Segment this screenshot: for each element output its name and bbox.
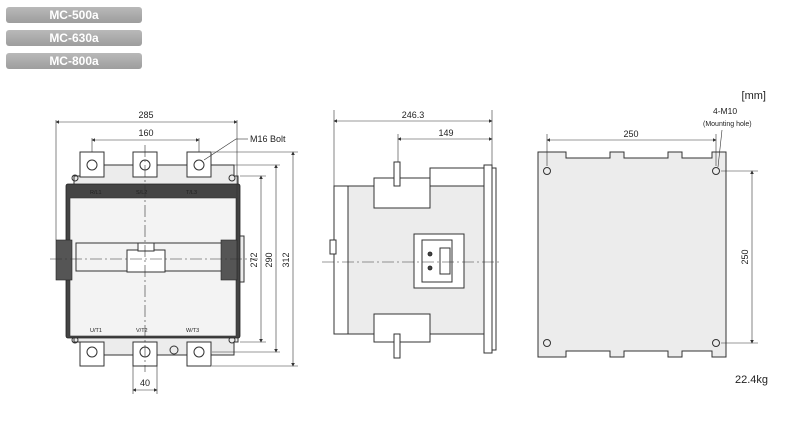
bolt-leader <box>203 138 237 161</box>
side-upper-block <box>373 177 431 209</box>
terminal-label-u: U/T1 <box>90 328 102 334</box>
hole-leader <box>717 129 723 168</box>
dim-height-total-label: 312 <box>281 252 291 267</box>
model-badge-mc800a: MC-800a <box>6 53 142 69</box>
weight-label: 22.4kg <box>735 374 768 386</box>
terminal-label-t: T/L3 <box>186 190 197 196</box>
dim-depth-partial-label: 149 <box>438 128 453 138</box>
actuator-handle <box>126 249 166 273</box>
terminal-label-v: V/T2 <box>136 328 148 334</box>
aux-screw-1 <box>427 251 433 257</box>
top-terminal-plate-1 <box>79 151 105 178</box>
top-terminal-plate-3 <box>186 151 212 178</box>
back-hole-tr <box>712 167 720 175</box>
back-hole-tl <box>543 167 551 175</box>
hole-callout: 4-M10 <box>713 106 737 116</box>
dim-height-mid-label: 290 <box>264 252 274 267</box>
side-latch <box>329 239 337 255</box>
side-view: 246.3 149 <box>322 110 502 359</box>
back-plate <box>537 151 727 358</box>
aux-contact-inner <box>421 239 453 283</box>
side-cover-left <box>333 185 349 335</box>
mount-hole-tl <box>71 174 79 182</box>
dim-depth-label: 246.3 <box>402 110 425 120</box>
mount-hole-tr <box>228 174 236 182</box>
aux-screw <box>169 345 179 355</box>
side-coil-left <box>55 239 73 281</box>
top-bolt-1 <box>86 159 98 171</box>
actuator-tab <box>137 242 155 252</box>
side-lower-block <box>373 313 431 343</box>
side-coil-right <box>220 239 238 281</box>
bolt-callout: M16 Bolt <box>250 134 286 144</box>
front-view: R/L1 S/L2 T/L3 U/T1 V/T2 W/T3 285 160 M1… <box>50 110 298 394</box>
dim-width-label: 285 <box>138 110 153 120</box>
hole-note: (Mounting hole) <box>703 121 752 128</box>
dim-bolt-pitch-label: 160 <box>138 128 153 138</box>
dim-hole-pitch-v-label: 250 <box>740 249 750 264</box>
top-bolt-3 <box>193 159 205 171</box>
side-mount-plate <box>483 164 493 354</box>
aux-screw-2 <box>427 265 433 271</box>
back-view: 250 250 4-M10 (Mounting hole) <box>537 106 758 358</box>
terminal-label-r: R/L1 <box>90 190 102 196</box>
dim-height-inner-label: 272 <box>249 252 259 267</box>
dim-bottom-label: 40 <box>140 378 150 388</box>
side-bottom-terminal <box>393 333 401 359</box>
side-top-terminal <box>393 161 401 187</box>
back-hole-br <box>712 339 720 347</box>
bottom-bolt-1 <box>86 346 98 358</box>
aux-terminal <box>439 247 451 275</box>
bottom-terminal-plate-3 <box>186 341 212 367</box>
terminal-label-s: S/L2 <box>136 190 147 196</box>
model-badge-mc500a: MC-500a <box>6 7 142 23</box>
bottom-terminal-plate-1 <box>79 341 105 367</box>
model-badge-mc630a: MC-630a <box>6 30 142 46</box>
side-mount-edge <box>491 167 497 351</box>
terminal-label-w: W/T3 <box>186 328 199 334</box>
unit-label: [mm] <box>742 90 766 102</box>
dim-hole-pitch-h-label: 250 <box>623 129 638 139</box>
back-hole-bl <box>543 339 551 347</box>
bottom-bolt-3 <box>193 346 205 358</box>
side-top-step <box>429 167 487 186</box>
